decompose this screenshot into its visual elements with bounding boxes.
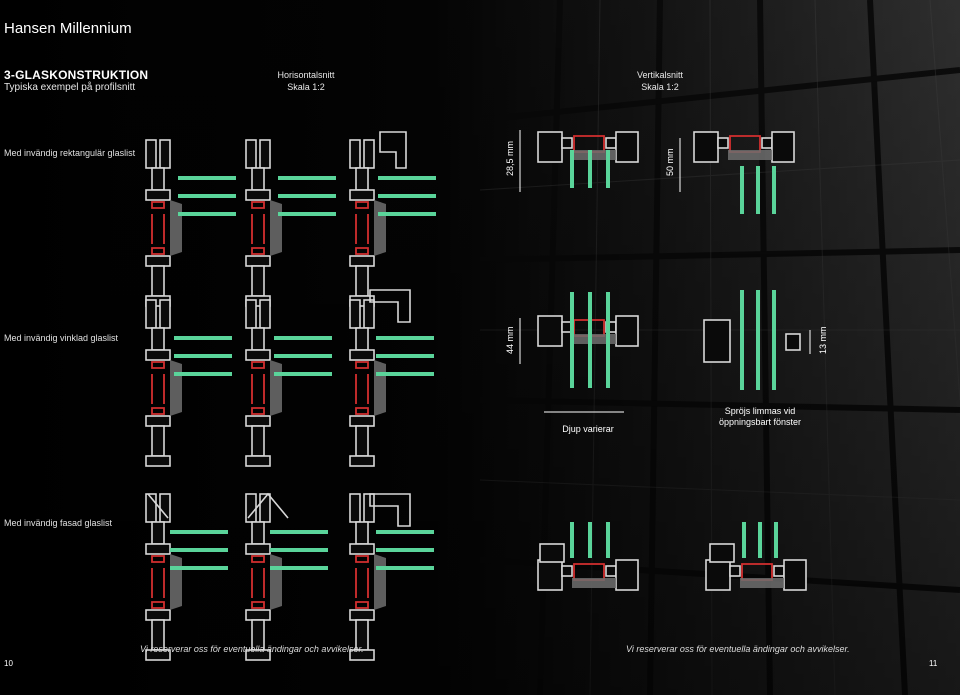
page-subheading: Typiska exempel på profilsnitt xyxy=(4,82,136,93)
page-heading: 3-GLASKONSTRUKTION xyxy=(4,68,149,82)
column-scale-horizontal: Skala 1:2 xyxy=(287,82,325,92)
dimension-label-50: 50 mm xyxy=(665,148,675,176)
column-title-horizontal: Horisontalsnitt xyxy=(277,70,335,80)
column-scale-vertical: Skala 1:2 xyxy=(641,82,679,92)
row1-horizontal-sections xyxy=(145,131,436,307)
row-label-angled: Med invändig vinklad glaslist xyxy=(4,333,119,343)
dimension-label-13: 13 mm xyxy=(818,326,828,354)
column-header-horizontal: Horisontalsnitt Skala 1:2 xyxy=(236,69,376,93)
page-number-left: 10 xyxy=(4,659,13,668)
disclaimer-right: Vi reserverar oss för eventuella ändinga… xyxy=(626,644,850,654)
row2-horizontal-sections xyxy=(145,289,434,467)
page-number-right: 11 xyxy=(929,659,938,668)
row-label-bevelled: Med invändig fasad glaslist xyxy=(4,518,113,528)
row3-horizontal-sections xyxy=(145,492,434,661)
column-header-vertical: Vertikalsnitt Skala 1:2 xyxy=(590,69,730,93)
row3-vertical-sections xyxy=(537,522,807,591)
row2-vertical-sections xyxy=(519,290,811,413)
mullion-note-line1: Spröjs limmas vid xyxy=(724,406,796,416)
mullion-note-line2: öppningsbart fönster xyxy=(718,417,802,427)
dimension-label-44: 44 mm xyxy=(505,326,515,354)
row-label-rectangular: Med invändig rektangulär glaslist xyxy=(4,148,136,158)
depth-note: Djup varierar xyxy=(562,424,614,434)
row1-vertical-sections xyxy=(519,130,795,214)
column-title-vertical: Vertikalsnitt xyxy=(636,70,684,80)
disclaimer-left: Vi reserverar oss för eventuella ändinga… xyxy=(140,644,364,654)
dimension-label-28-5: 28,5 mm xyxy=(505,140,515,176)
brand-name: Hansen Millennium xyxy=(4,20,132,37)
mullion-note: Spröjs limmas vid öppningsbart fönster xyxy=(700,406,820,428)
